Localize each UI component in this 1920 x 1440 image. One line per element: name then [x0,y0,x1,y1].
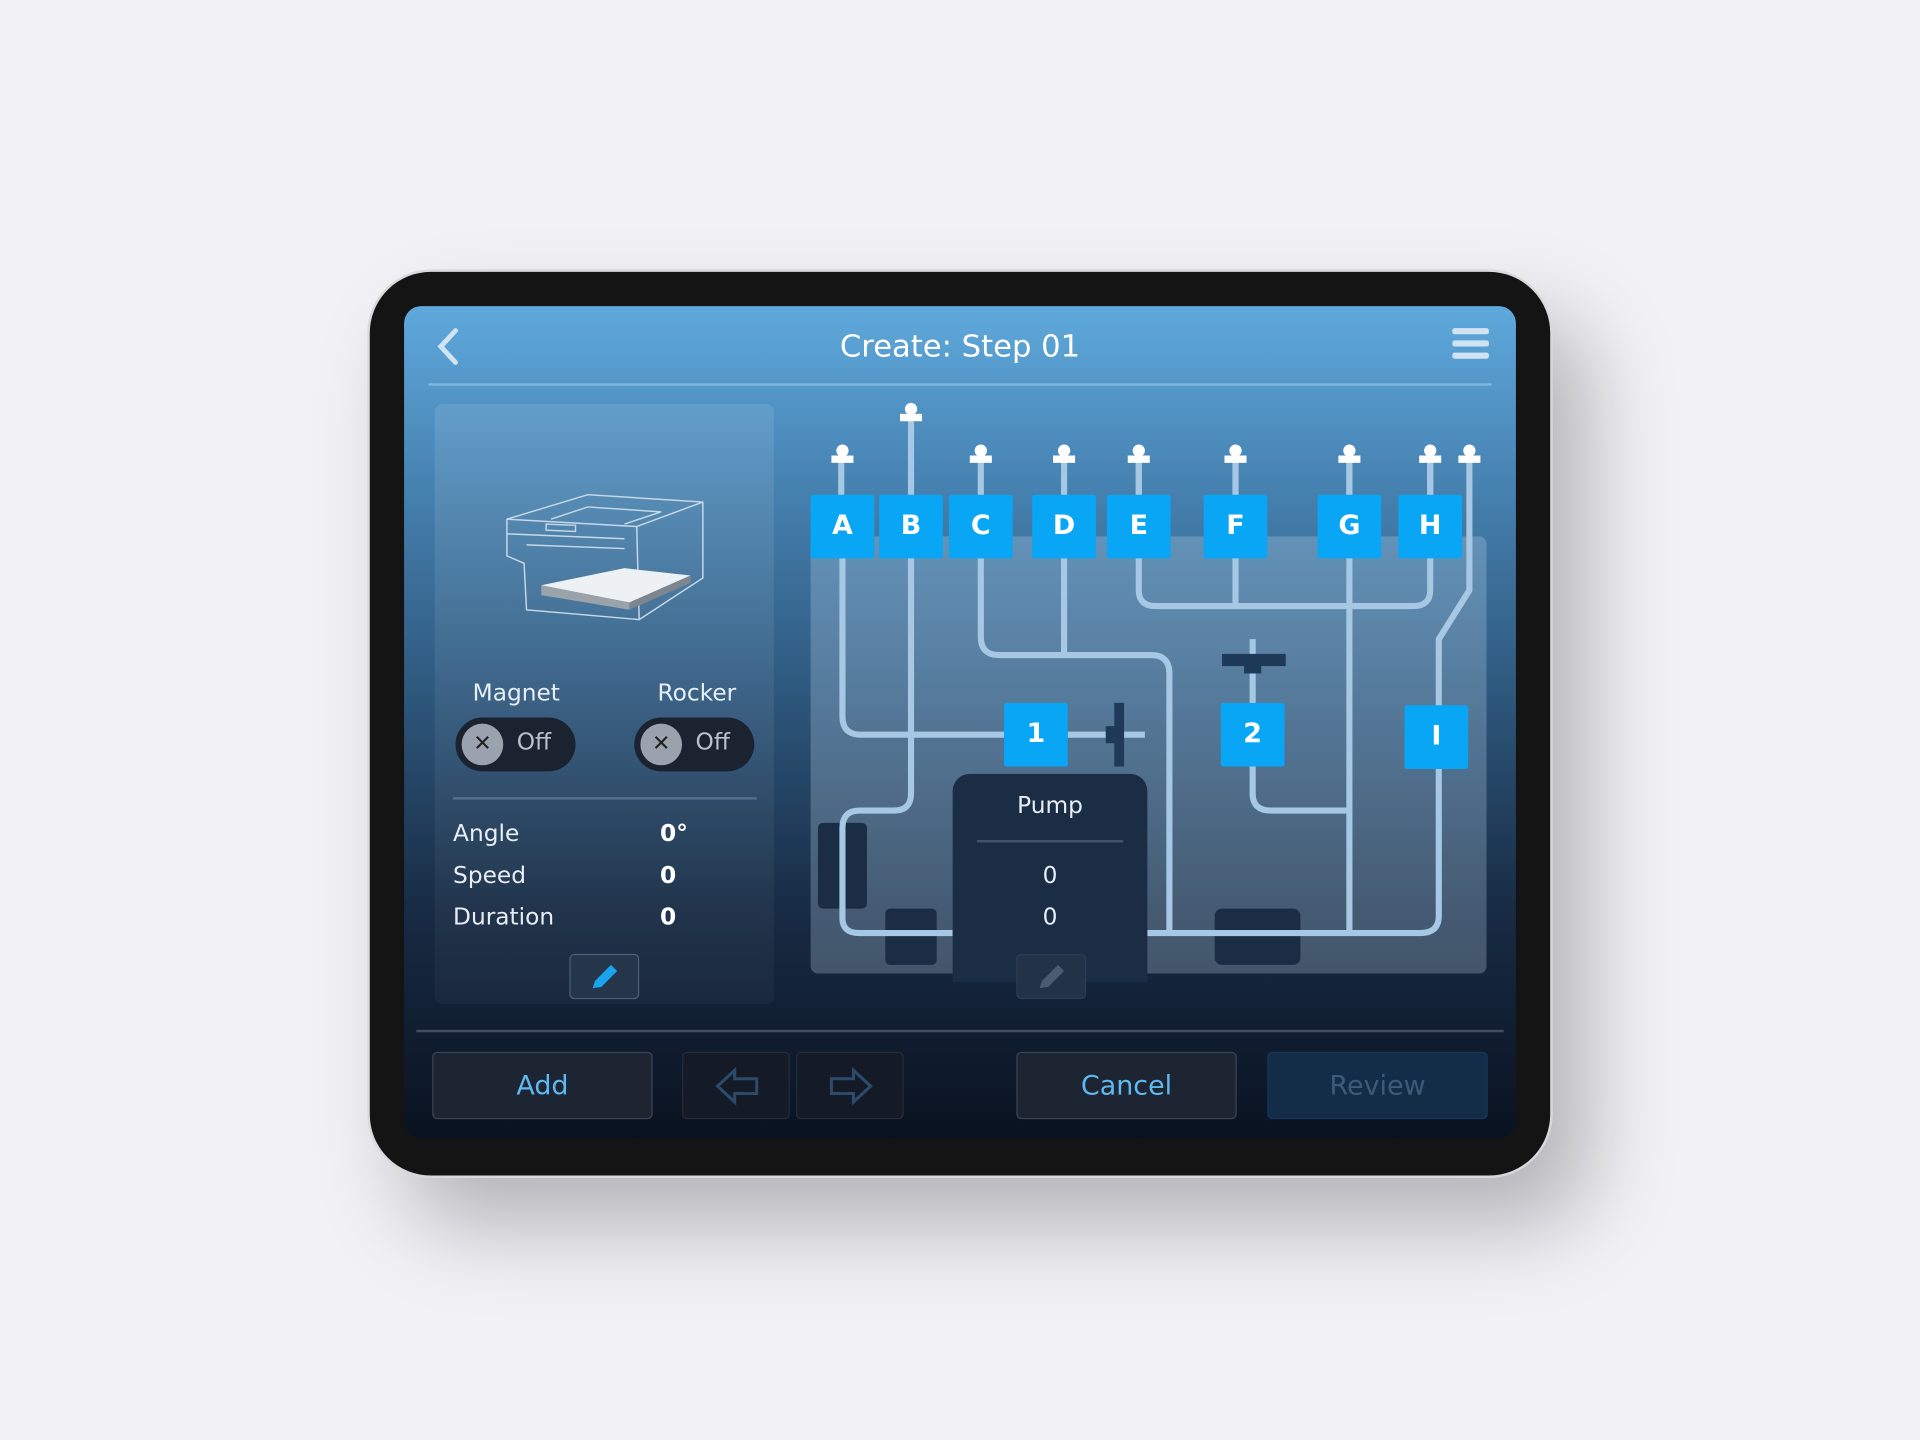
prev-step-button[interactable] [682,1051,790,1120]
duration-label: Duration [453,903,555,931]
cancel-button[interactable]: Cancel [1016,1051,1237,1120]
rocker-state: Off [695,728,730,756]
magnet-state: Off [516,728,552,756]
valve-H[interactable]: H [1398,494,1463,559]
edit-params-button[interactable] [569,953,640,1000]
port-2[interactable]: 2 [1220,702,1285,767]
magnet-toggle[interactable]: ✕ Off [455,717,576,772]
valve-C[interactable]: C [948,494,1013,559]
page-title: Create: Step 01 [839,328,1081,364]
valve-G[interactable]: G [1317,494,1382,559]
close-x-icon: ✕ [461,723,504,766]
back-chevron-icon[interactable] [433,326,462,368]
hamburger-menu-icon[interactable] [1452,326,1489,363]
angle-label: Angle [453,820,520,848]
valve-F[interactable]: F [1203,494,1268,559]
footer-divider [416,1029,1504,1033]
pump-module[interactable] [952,773,1148,983]
next-step-button[interactable] [795,1051,904,1120]
edit-pump-button[interactable] [1016,953,1087,1000]
pump-divider [977,840,1123,843]
pump-label: Pump [1017,792,1083,820]
review-button[interactable]: Review [1267,1051,1488,1120]
arrow-right-icon [829,1066,873,1106]
pencil-icon [1039,964,1065,989]
valve-D[interactable]: D [1032,494,1096,559]
panel-divider [453,797,757,800]
pump-value-1: 0 [1042,862,1058,889]
valve-E[interactable]: E [1106,494,1171,559]
block [885,908,937,965]
magnet-label: Magnet [472,679,560,707]
add-button[interactable]: Add [432,1051,653,1120]
fluid-pipes [831,402,1481,937]
instrument-panel [434,404,774,1005]
fluidics-board [810,536,1487,974]
header-divider [428,383,1492,386]
duration-value: 0 [660,903,677,931]
app-screen: Create: Step 01 Magnet Rocker ✕ Off ✕ Of… [404,306,1516,1139]
valve-A[interactable]: A [810,494,875,559]
port-1[interactable]: 1 [1004,702,1068,767]
pump-value-2: 0 [1042,903,1058,931]
valve-B[interactable]: B [879,494,943,559]
angle-value: 0° [660,820,688,848]
speed-value: 0 [660,862,677,889]
port-I[interactable]: I [1404,705,1469,769]
pencil-icon [592,964,618,989]
rocker-label: Rocker [657,679,737,707]
rocker-toggle[interactable]: ✕ Off [634,717,755,772]
close-x-icon: ✕ [640,723,683,766]
speed-label: Speed [453,862,526,889]
plate-reader-instrument-icon [506,493,704,621]
block [1214,908,1301,965]
arrow-left-icon [715,1066,759,1106]
